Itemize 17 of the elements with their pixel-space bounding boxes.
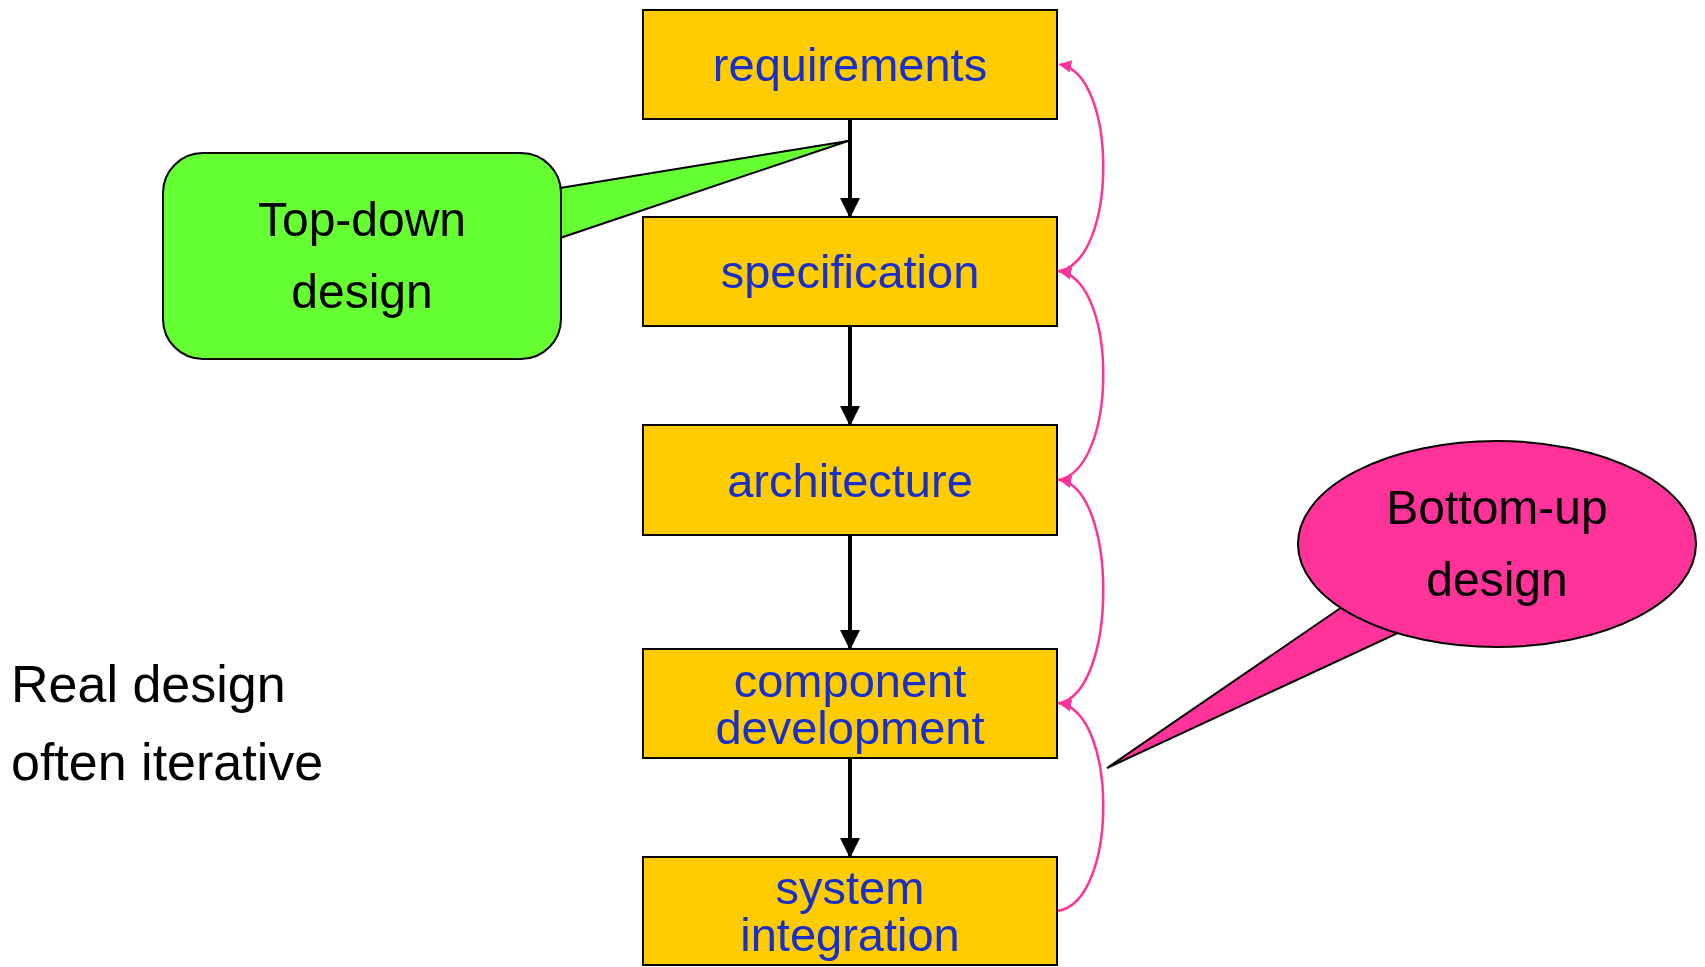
process-box	[642, 9, 1058, 120]
process-box	[642, 648, 1058, 759]
callout-text: Top-down design	[256, 192, 468, 320]
curved-arrow	[1057, 63, 1105, 273]
curved-arrow	[1057, 478, 1105, 705]
arrow	[840, 759, 860, 858]
arrow	[840, 120, 860, 218]
process-box	[642, 424, 1058, 536]
process-box	[642, 216, 1058, 327]
arrow	[840, 536, 860, 650]
callout-text: Bottom-up design	[1385, 480, 1609, 608]
process-box	[642, 856, 1058, 966]
curved-arrow	[1057, 270, 1105, 482]
step-label: architecture	[726, 456, 974, 504]
curved-arrow	[1057, 702, 1105, 913]
arrow	[840, 327, 860, 426]
note-text: Real design often iterative	[11, 654, 325, 793]
